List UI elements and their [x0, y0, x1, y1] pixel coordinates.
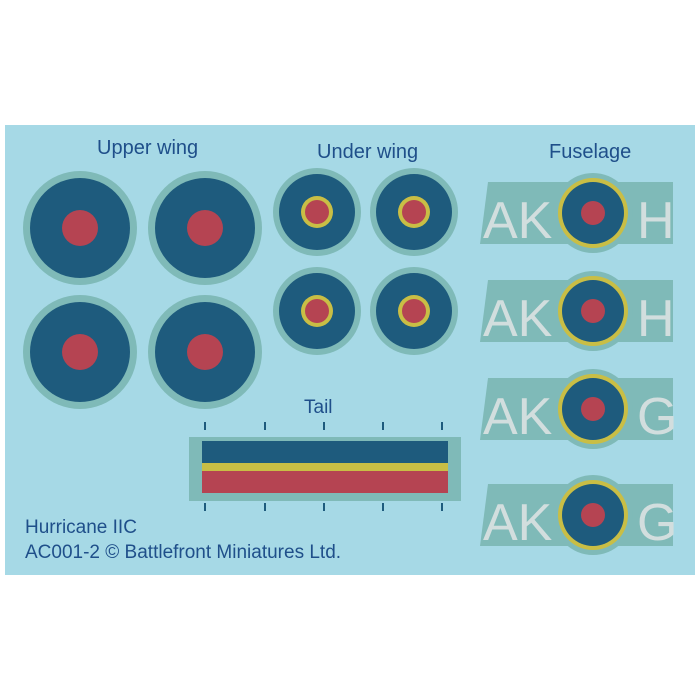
fuselage-code-right: G [637, 494, 677, 552]
decal-artwork: AK H AK H AK G AK G [23, 168, 677, 555]
under-wing-roundel [370, 267, 458, 355]
fuselage-code-left: AK [483, 290, 553, 348]
product-code: AC001-2 © Battlefront Miniatures Ltd. [25, 542, 342, 563]
upper-wing-roundel [23, 295, 137, 409]
fuselage-code-left: AK [483, 388, 553, 446]
fuselage-code-right: H [637, 290, 675, 348]
upper-wing-roundel [148, 295, 262, 409]
fuselage-code-left: AK [483, 192, 553, 250]
under-wing-roundel [273, 168, 361, 256]
under-wing-roundel [370, 168, 458, 256]
upper-wing-roundel [148, 171, 262, 285]
upper-wing-heading: Upper wing [97, 137, 199, 159]
fuselage-code-right: H [637, 192, 675, 250]
tail-heading: Tail [304, 397, 333, 418]
fuselage-code-right: G [637, 388, 677, 446]
fuselage-code-left: AK [483, 494, 553, 552]
fuselage-decal-1: AK H [480, 173, 675, 253]
fuselage-decal-3: AK G [480, 369, 677, 449]
under-wing-roundel [273, 267, 361, 355]
tail-cut-marks [204, 422, 443, 511]
decal-sheet: Upper wing Under wing Fuselage Tail Hurr… [5, 125, 695, 575]
aircraft-name: Hurricane IIC [25, 517, 137, 538]
fuselage-decal-2: AK H [480, 271, 675, 351]
upper-wing-roundel [23, 171, 137, 285]
fuselage-heading: Fuselage [549, 141, 632, 163]
fuselage-decal-4: AK G [480, 475, 677, 555]
under-wing-heading: Under wing [317, 141, 419, 163]
tail-flash [189, 437, 461, 501]
